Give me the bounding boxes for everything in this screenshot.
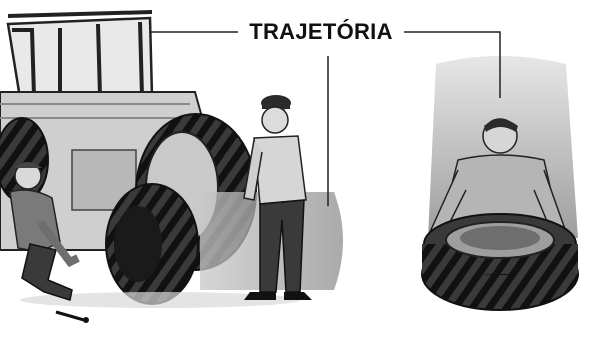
trajectory-caption: TRAJETÓRIA — [238, 18, 404, 46]
crouching-worker — [9, 162, 89, 323]
caption-leader-lines — [150, 31, 501, 206]
standing-worker — [243, 95, 312, 300]
lifted-tire — [421, 213, 579, 311]
lifting-worker — [429, 118, 567, 240]
